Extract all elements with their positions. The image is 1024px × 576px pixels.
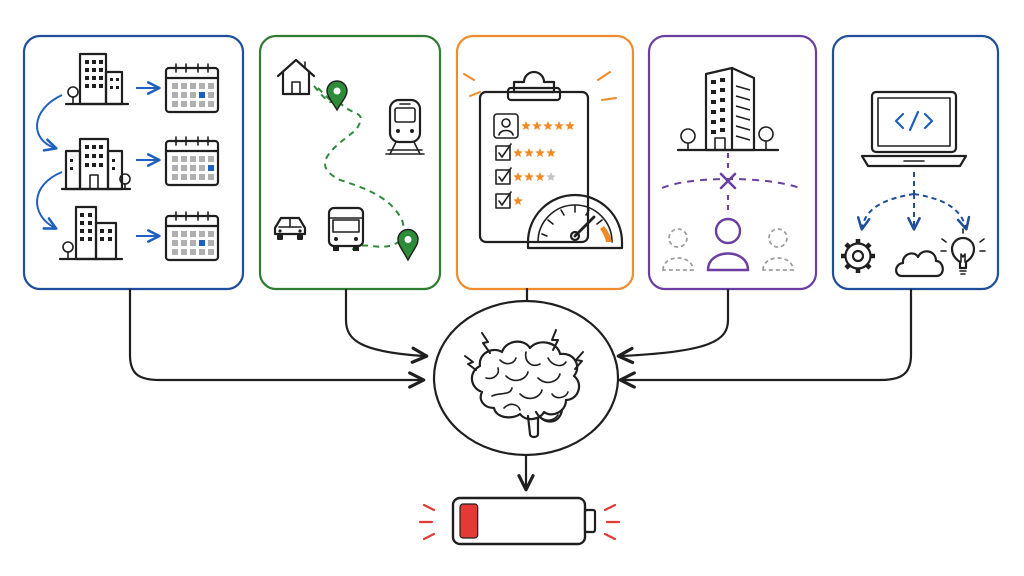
star-icon <box>535 148 545 157</box>
person-icon <box>762 228 794 271</box>
cloud-icon <box>895 250 944 278</box>
star-icon <box>521 121 531 130</box>
calendar-icon <box>164 63 220 114</box>
arrow-panel4-to-brain <box>616 288 730 365</box>
panel-remote-tech <box>831 34 1000 291</box>
checkbox-icon <box>495 167 512 185</box>
train-icon <box>385 98 425 155</box>
gear-icon <box>841 239 875 273</box>
star-icon <box>513 196 523 205</box>
bus-icon <box>327 206 365 251</box>
star-icon <box>546 148 556 157</box>
branch-arrows-icon <box>856 172 971 231</box>
car-icon <box>273 216 307 240</box>
star-rating-icon <box>513 121 575 205</box>
building-icon <box>64 52 130 106</box>
star-icon <box>513 148 523 157</box>
star-icon <box>513 172 523 181</box>
star-icon <box>546 172 556 181</box>
arrow-panel1-to-brain <box>128 288 426 389</box>
speedometer-icon <box>526 193 624 250</box>
building-icon <box>58 205 124 261</box>
stressed-brain-icon <box>432 299 620 457</box>
building-icon <box>60 137 132 191</box>
low-battery-icon <box>418 496 621 546</box>
arrow-panel2-to-brain <box>344 288 429 364</box>
star-icon <box>535 172 545 181</box>
battery-level-fill <box>459 503 479 539</box>
route-path-icon <box>313 85 405 253</box>
location-pin-icon <box>326 80 348 112</box>
lightbulb-icon <box>940 228 986 275</box>
star-icon <box>554 121 564 130</box>
star-icon <box>532 121 542 130</box>
star-icon <box>524 172 534 181</box>
curved-arrow-icon <box>36 171 63 230</box>
cross-icon <box>719 172 737 190</box>
checkbox-icon <box>495 191 512 209</box>
star-icon <box>543 121 553 130</box>
curved-arrow-icon <box>36 94 63 152</box>
alert-sparks-icon <box>463 71 617 101</box>
lightning-icon <box>464 329 584 371</box>
calendar-icon <box>164 136 220 187</box>
calendar-icon <box>164 211 220 262</box>
star-icon <box>524 148 534 157</box>
arrow-panel5-to-brain <box>618 288 913 389</box>
laptop-code-icon <box>860 90 968 168</box>
person-icon <box>662 228 694 271</box>
panel-2-frame <box>258 34 442 291</box>
clipboard-icon <box>478 70 590 244</box>
alert-sparks-icon <box>418 503 621 541</box>
panel-performance <box>455 34 635 291</box>
connector-arrows <box>128 287 913 492</box>
star-icon <box>565 121 575 130</box>
location-pin-icon <box>397 228 419 262</box>
panel-commute <box>258 34 442 291</box>
home-icon <box>276 58 316 96</box>
person-icon <box>706 217 750 272</box>
panel-4-frame <box>647 34 818 291</box>
checkbox-icon <box>495 143 512 161</box>
panel-multiple-sites <box>22 34 245 291</box>
office-building-icon <box>676 66 780 152</box>
panel-office-disconnect <box>647 34 818 291</box>
avatar-icon <box>493 113 519 139</box>
